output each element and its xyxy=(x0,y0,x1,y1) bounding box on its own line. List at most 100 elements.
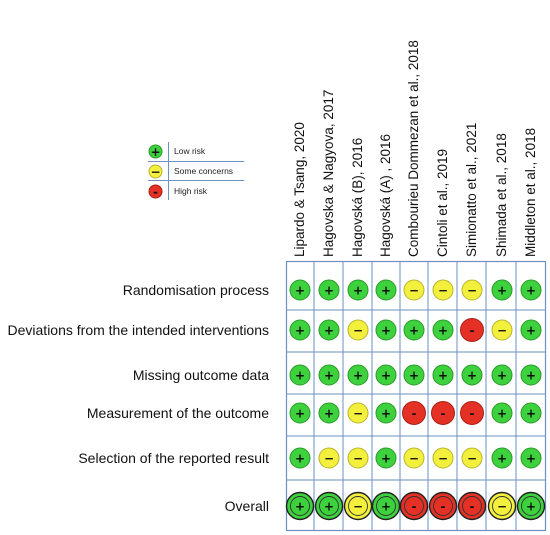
judgement-some: − xyxy=(491,319,513,341)
svg-text:−: − xyxy=(353,324,363,338)
judgement-some: − xyxy=(432,279,454,301)
legend-dot: − xyxy=(148,164,163,179)
legend: + Low risk − Some concerns - High risk xyxy=(148,142,244,200)
svg-text:+: + xyxy=(381,369,391,383)
svg-text:−: − xyxy=(409,452,419,466)
judgement-low: + xyxy=(520,279,542,301)
svg-text:+: + xyxy=(150,145,160,159)
judgement-low: + xyxy=(403,319,425,341)
judgement-low: + xyxy=(318,319,340,341)
svg-text:+: + xyxy=(497,452,507,466)
svg-text:+: + xyxy=(381,324,391,338)
study-label: Shimada et al., 2018 xyxy=(494,133,509,257)
legend-item-high: - High risk xyxy=(148,182,244,202)
svg-text:-: - xyxy=(412,500,417,514)
domain-label: Selection of the reported result xyxy=(78,450,269,466)
judgement-low: + xyxy=(375,279,397,301)
judgement-low: + xyxy=(491,402,513,424)
legend-divider xyxy=(148,180,244,181)
svg-text:+: + xyxy=(497,284,507,298)
judgement-low: + xyxy=(289,279,311,301)
judgement-some: − xyxy=(461,279,483,301)
judgement-low: + xyxy=(289,364,311,386)
svg-text:+: + xyxy=(409,369,419,383)
some-concerns-icon: − xyxy=(148,164,163,179)
grid-border xyxy=(285,260,547,532)
judgement-low: + xyxy=(289,402,311,424)
svg-text:+: + xyxy=(497,407,507,421)
svg-text:-: - xyxy=(441,500,446,514)
svg-text:−: − xyxy=(438,452,448,466)
risk-of-bias-grid: ++++−−−++++−+++-−++++++++++++−+---+++−−+… xyxy=(285,260,547,532)
svg-text:−: − xyxy=(438,284,448,298)
judgement-low: + xyxy=(318,364,340,386)
judgement-low: + xyxy=(403,364,425,386)
judgement-low: + xyxy=(432,364,454,386)
svg-text:+: + xyxy=(324,500,334,514)
judgement-some: − xyxy=(347,319,369,341)
svg-text:+: + xyxy=(497,369,507,383)
judgement-low: + xyxy=(432,319,454,341)
svg-text:−: − xyxy=(324,452,334,466)
svg-text:+: + xyxy=(381,407,391,421)
judgement-high: - xyxy=(428,491,458,521)
svg-text:−: − xyxy=(409,284,419,298)
svg-text:-: - xyxy=(441,407,446,421)
svg-text:+: + xyxy=(324,369,334,383)
judgement-some: − xyxy=(343,491,373,521)
judgement-low: + xyxy=(375,364,397,386)
legend-label: Low risk xyxy=(174,146,206,156)
study-label: Simionatto et al., 2021 xyxy=(464,122,479,257)
judgement-low: + xyxy=(285,491,315,521)
legend-dot: - xyxy=(148,184,163,199)
judgement-high: - xyxy=(460,318,484,342)
legend-divider xyxy=(168,142,169,200)
study-label: Hagovská (B), 2016 xyxy=(350,137,365,257)
study-label: Lipardo & Tsang, 2020 xyxy=(292,122,307,257)
judgement-some: − xyxy=(403,447,425,469)
judgement-low: + xyxy=(318,279,340,301)
judgement-low: + xyxy=(520,319,542,341)
svg-text:+: + xyxy=(409,324,419,338)
svg-text:+: + xyxy=(295,284,305,298)
svg-text:−: − xyxy=(467,452,477,466)
svg-text:-: - xyxy=(470,407,475,421)
svg-text:−: − xyxy=(353,407,363,421)
judgement-low: + xyxy=(491,364,513,386)
judgement-low: + xyxy=(520,447,542,469)
svg-text:-: - xyxy=(412,407,417,421)
legend-divider xyxy=(148,161,244,162)
study-label: Hagovska & Nagyova, 2017 xyxy=(321,89,336,257)
judgement-high: - xyxy=(399,491,429,521)
legend-label: Some concerns xyxy=(174,166,234,176)
svg-text:+: + xyxy=(295,452,305,466)
svg-text:+: + xyxy=(526,452,536,466)
svg-text:+: + xyxy=(295,407,305,421)
domain-label: Missing outcome data xyxy=(132,367,269,383)
judgement-some: − xyxy=(347,447,369,469)
judgement-high: - xyxy=(457,491,487,521)
svg-text:+: + xyxy=(467,369,477,383)
svg-text:−: − xyxy=(467,284,477,298)
judgement-low: + xyxy=(520,402,542,424)
svg-text:+: + xyxy=(381,500,391,514)
study-label: Cintoli et al., 2019 xyxy=(435,148,450,257)
domain-label: Randomisation process xyxy=(122,282,269,298)
judgement-low: + xyxy=(347,364,369,386)
svg-text:+: + xyxy=(353,284,363,298)
judgement-low: + xyxy=(520,364,542,386)
judgement-high: - xyxy=(402,401,426,425)
svg-text:+: + xyxy=(295,500,305,514)
svg-text:+: + xyxy=(324,324,334,338)
svg-text:+: + xyxy=(526,407,536,421)
judgement-low: + xyxy=(491,447,513,469)
legend-label: High risk xyxy=(174,186,208,196)
svg-text:+: + xyxy=(526,500,536,514)
svg-text:−: − xyxy=(353,452,363,466)
study-label: Hagovská (A) , 2016 xyxy=(378,133,393,257)
judgement-low: + xyxy=(491,279,513,301)
legend-item-low: + Low risk xyxy=(148,142,244,162)
judgement-low: + xyxy=(318,402,340,424)
svg-text:+: + xyxy=(324,284,334,298)
svg-text:+: + xyxy=(381,284,391,298)
